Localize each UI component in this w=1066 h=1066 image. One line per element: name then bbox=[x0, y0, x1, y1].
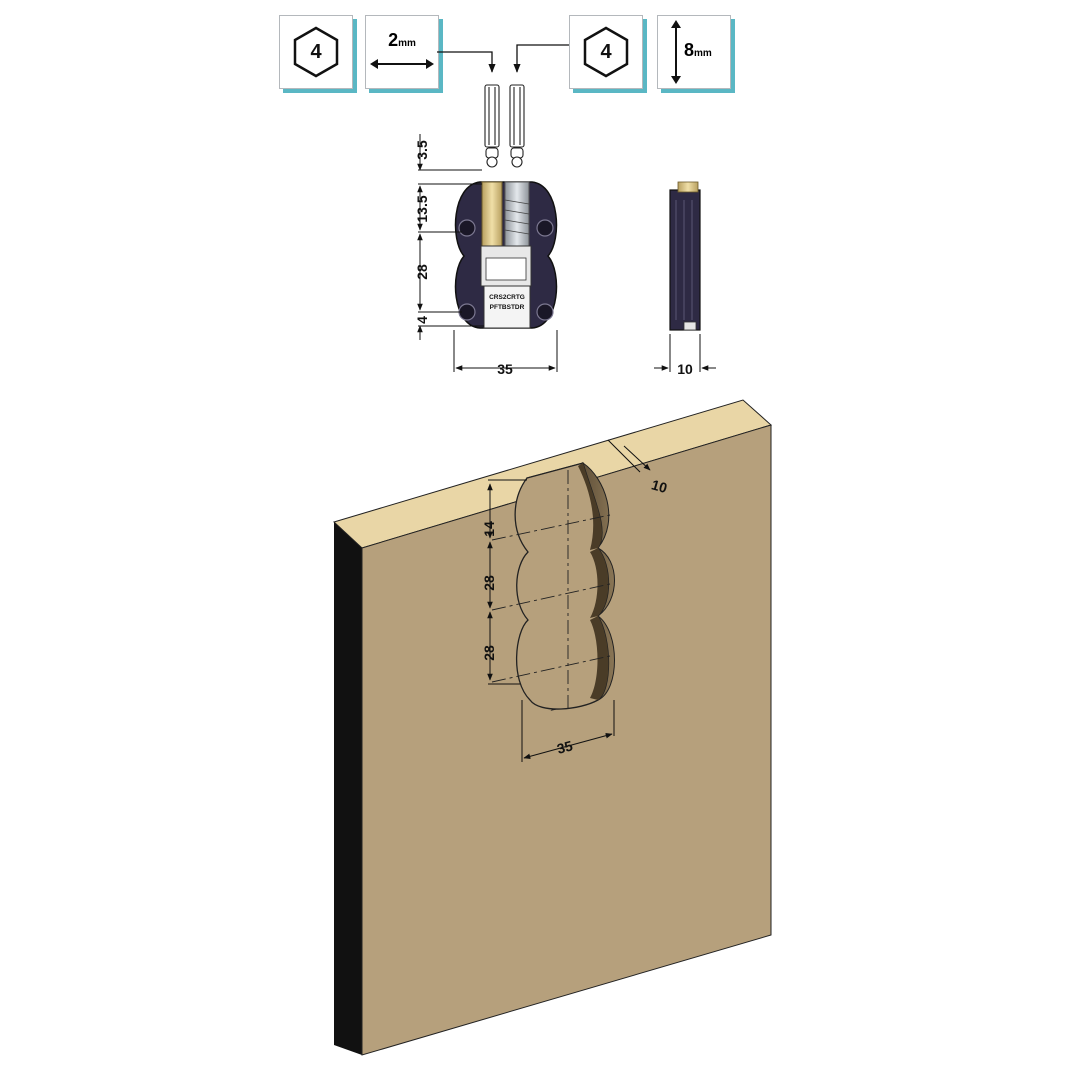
hex-key-tile-1: 4 bbox=[279, 15, 353, 89]
drill-depth-unit-1: mm bbox=[398, 38, 416, 49]
hinge-lower-plate bbox=[483, 285, 531, 329]
dim-10-panel: 10 bbox=[650, 476, 670, 496]
hex-key-right bbox=[509, 84, 525, 168]
dim-14: 14 bbox=[481, 521, 497, 537]
horizontal-double-arrow-icon bbox=[370, 59, 434, 69]
mounting-holes bbox=[458, 219, 554, 321]
hinge-front-view: CRS2CRTG PFTBSTDR bbox=[454, 181, 558, 329]
plate-text-1: CRS2CRTG bbox=[489, 294, 525, 301]
hex-key-left bbox=[484, 84, 500, 168]
brass-adjuster bbox=[481, 181, 503, 247]
dim-35-panel: 35 bbox=[555, 737, 574, 757]
drill-depth-value-1: 2 bbox=[388, 30, 399, 50]
dim-35-front: 35 bbox=[497, 361, 513, 377]
front-view-dimensions bbox=[417, 134, 558, 372]
hinge-side-view bbox=[669, 181, 701, 331]
routed-pocket bbox=[491, 461, 615, 712]
tool-leader-lines bbox=[437, 44, 569, 73]
hex-key-tile-2: 4 bbox=[569, 15, 643, 89]
hex-key-size-1: 4 bbox=[310, 40, 322, 63]
hex-key-size-2: 4 bbox=[600, 40, 612, 63]
drill-depth-value-2: 8 bbox=[684, 40, 695, 60]
hexagon-icon bbox=[293, 26, 339, 78]
dim-28-pitch-1: 28 bbox=[481, 575, 497, 591]
dim-28-pitch-2: 28 bbox=[481, 645, 497, 661]
hexagon-icon bbox=[583, 26, 629, 78]
drill-depth-unit-2: mm bbox=[694, 48, 712, 59]
side-view-dimensions bbox=[654, 334, 716, 372]
steel-adjuster bbox=[504, 181, 530, 247]
vertical-double-arrow-icon bbox=[671, 20, 681, 84]
drill-depth-tile-2: 8mm bbox=[657, 15, 731, 89]
drill-depth-tile-1: 2mm bbox=[365, 15, 439, 89]
dim-13-5: 13.5 bbox=[414, 195, 430, 222]
hex-keys bbox=[484, 84, 525, 168]
dim-28: 28 bbox=[414, 264, 430, 280]
dim-4: 4 bbox=[414, 316, 430, 324]
dim-10-side: 10 bbox=[677, 361, 693, 377]
plate-text-2: PFTBSTDR bbox=[490, 304, 525, 311]
dim-3-5: 3.5 bbox=[414, 140, 430, 160]
panel-edge-side bbox=[334, 514, 362, 1055]
panel-dimensions bbox=[487, 439, 651, 762]
